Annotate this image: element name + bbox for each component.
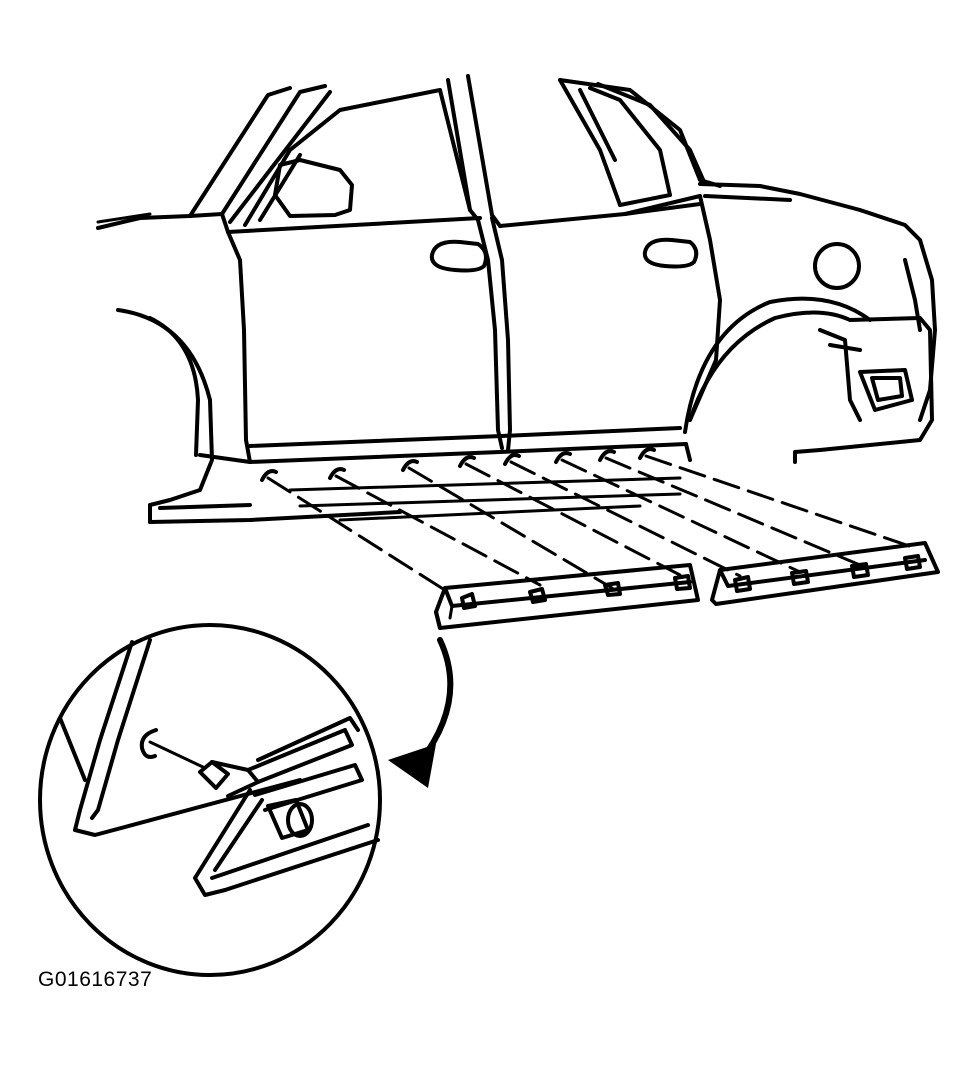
- molding-clip: [603, 581, 622, 597]
- alignment-lines: [266, 454, 917, 594]
- car-body: [96, 74, 937, 524]
- molding-clip: [903, 554, 922, 571]
- molding-clip: [733, 575, 752, 593]
- detail-callout-arrow: [388, 637, 454, 788]
- front-rocker-molding: [434, 563, 700, 630]
- molding-clip: [528, 587, 547, 604]
- molding-clip: [460, 592, 477, 610]
- molding-clip: [850, 562, 870, 579]
- rear-rocker-molding: [710, 541, 940, 606]
- molding-clip: [790, 569, 810, 586]
- figure-id-label: G01616737: [38, 968, 153, 991]
- molding-clip: [673, 574, 692, 591]
- detail-view: [38, 623, 382, 977]
